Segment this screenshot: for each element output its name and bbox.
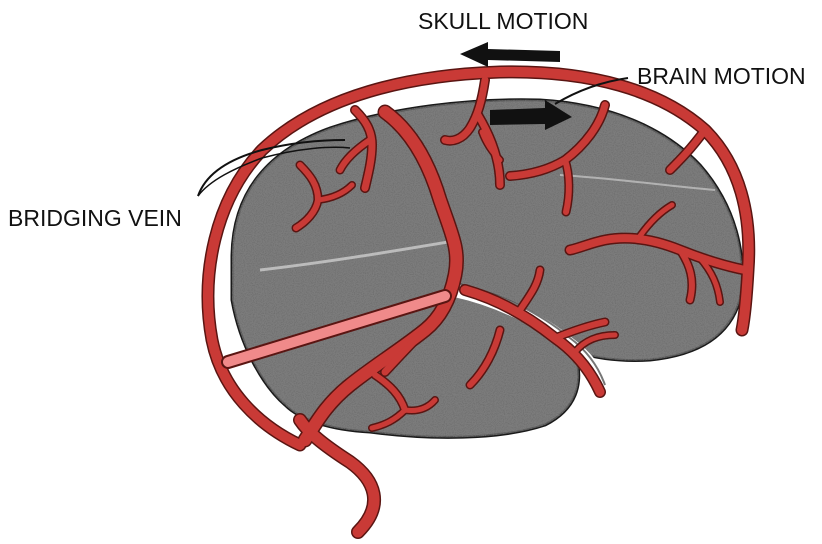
brain-motion-label: BRAIN MOTION <box>637 63 806 89</box>
skull-motion-label: SKULL MOTION <box>418 8 588 34</box>
bridging-vein-label: BRIDGING VEIN <box>8 205 182 231</box>
arrow-left-icon <box>460 42 560 67</box>
